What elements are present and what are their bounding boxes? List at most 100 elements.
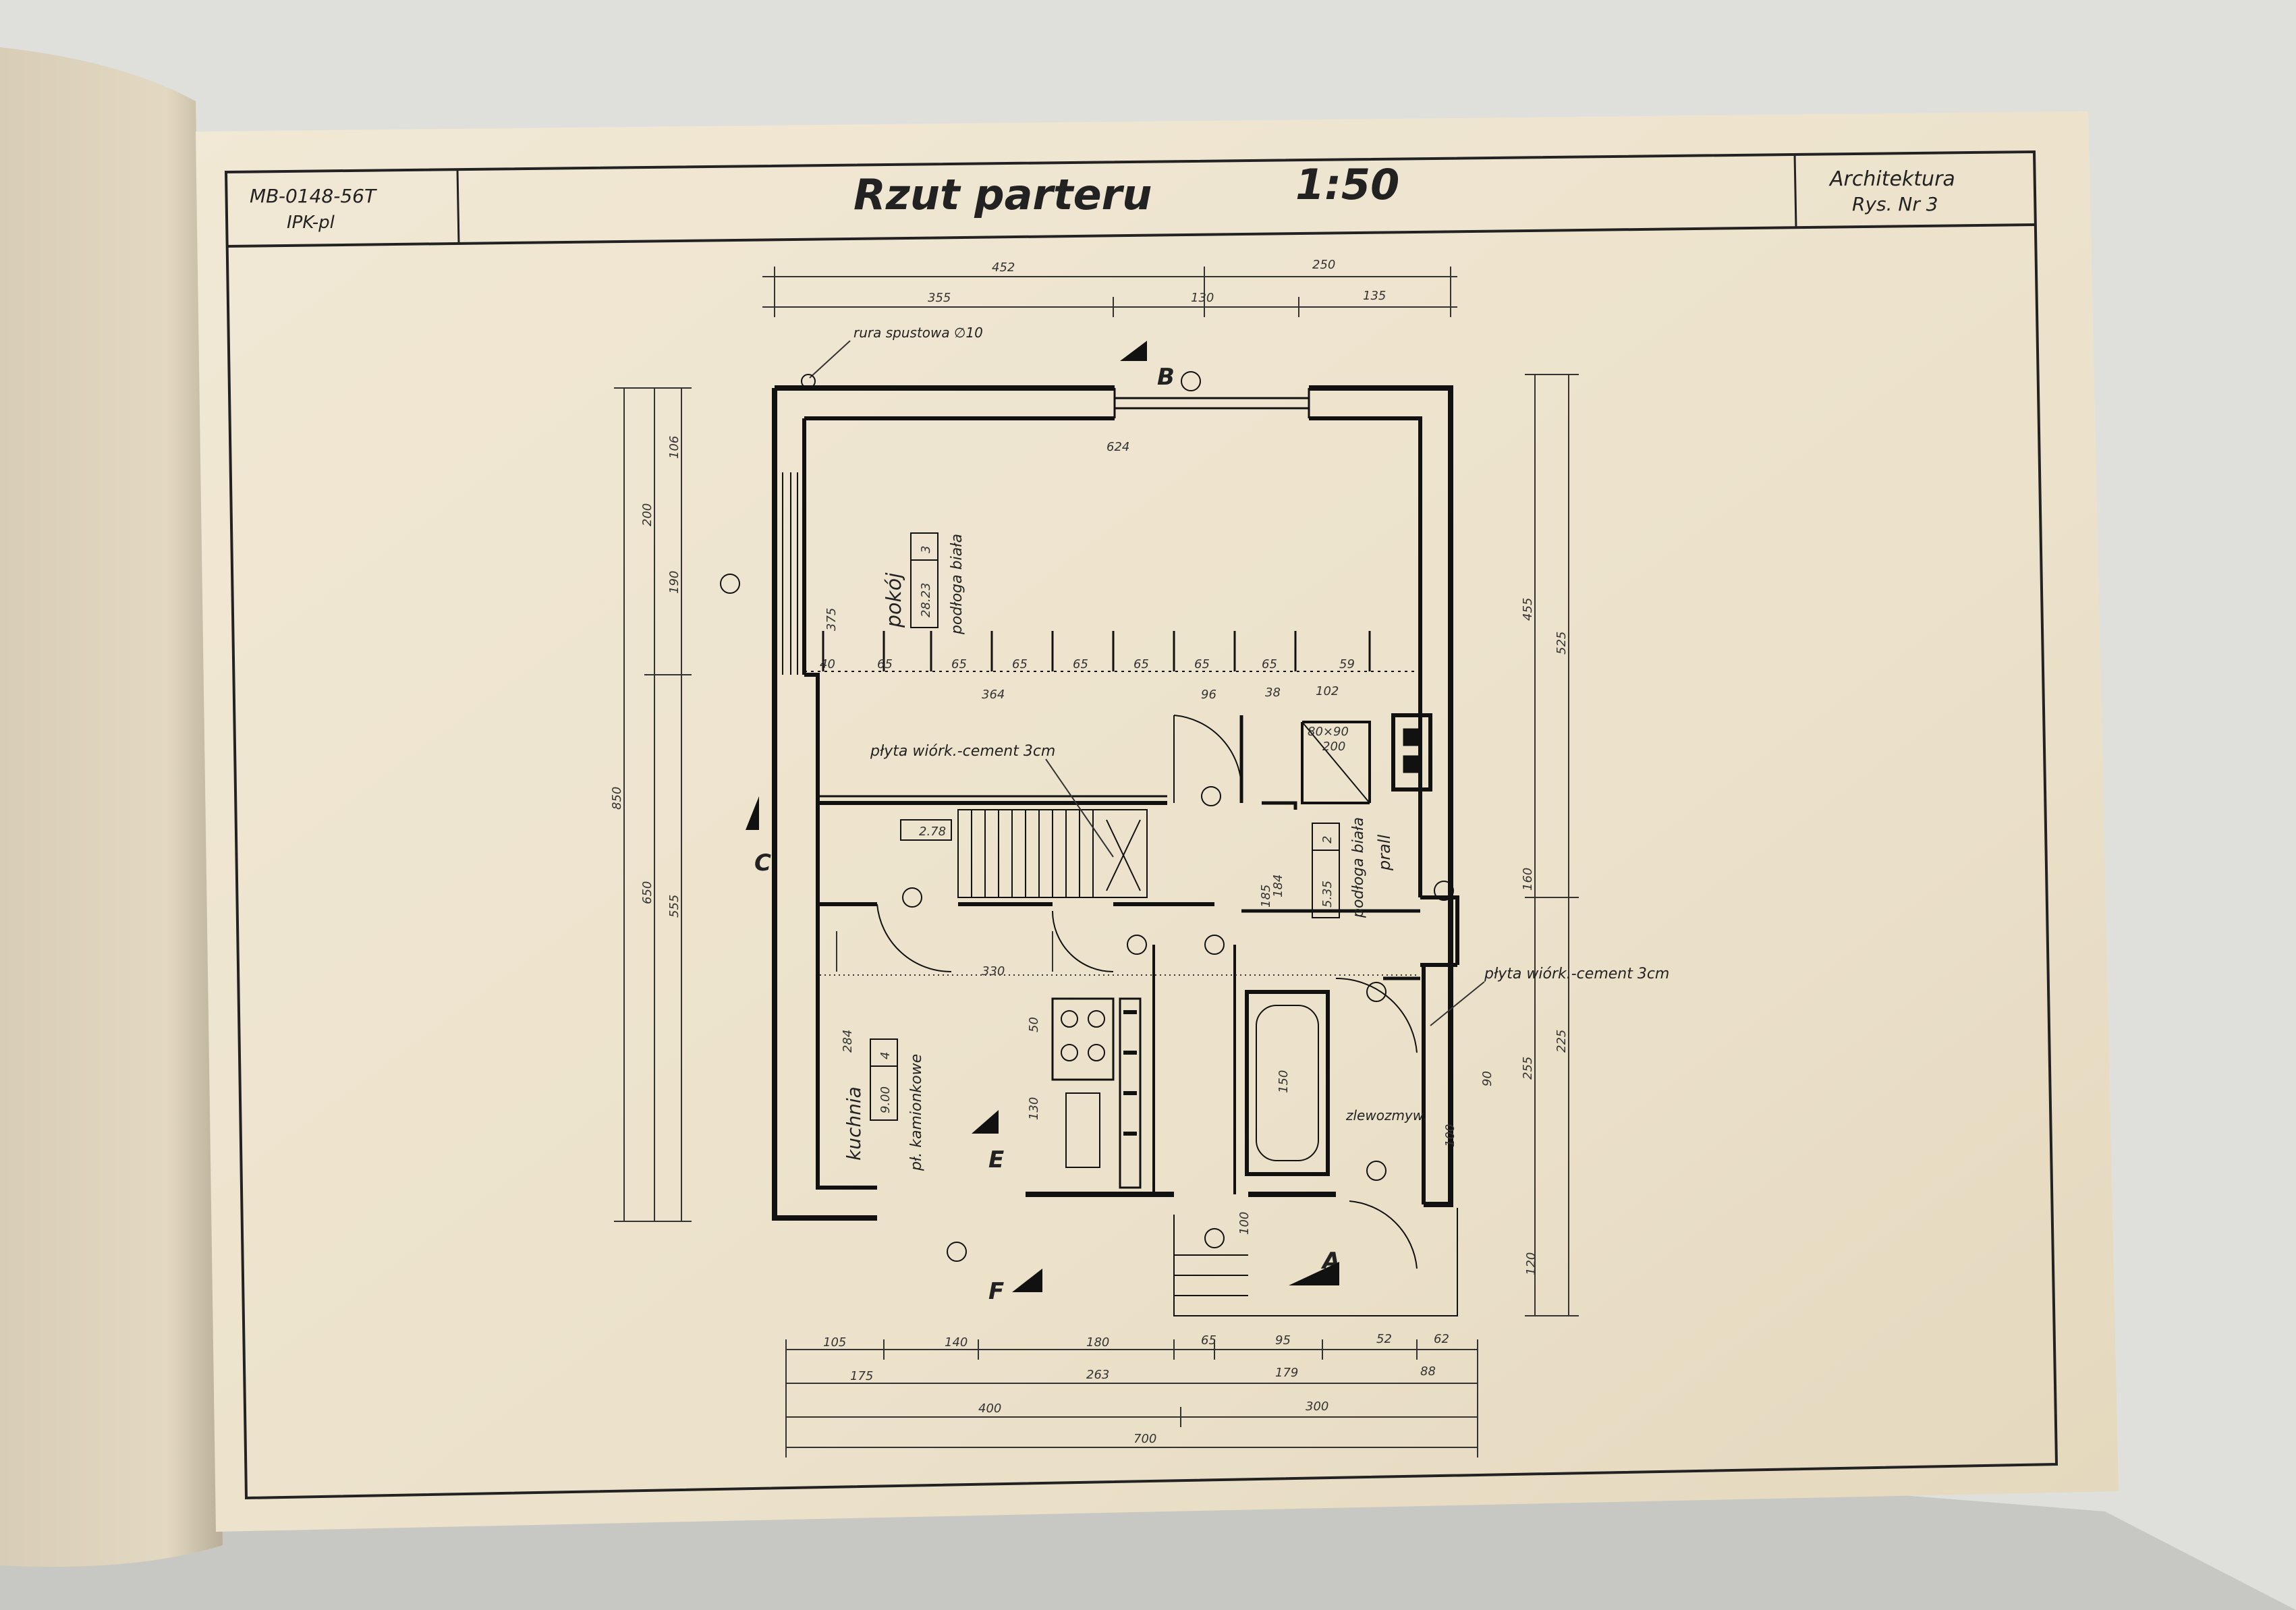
joist-dim: 65 xyxy=(1012,657,1028,671)
bottom-dim: 179 xyxy=(1275,1366,1298,1380)
annotation-plyta-2: płyta wiórk.-cement 3cm xyxy=(1484,966,1669,982)
bottom-dim: 175 xyxy=(850,1369,873,1383)
room-area: 5.35 xyxy=(1320,881,1335,908)
room-floor: pł. kamionkowe xyxy=(908,1054,925,1171)
dim-left-c: 106 xyxy=(667,436,681,459)
dim-inner-f: 102 xyxy=(1316,684,1339,698)
dim-top-c: 135 xyxy=(1363,289,1386,303)
misc-dim: 284 xyxy=(841,1030,855,1053)
bottom-dim: 88 xyxy=(1420,1364,1436,1379)
dim-right-a: 455 xyxy=(1521,598,1535,621)
misc-dim: 100 xyxy=(1237,1212,1252,1235)
room-name: kuchnia xyxy=(843,1086,865,1161)
dim-left-a: 200 xyxy=(640,503,654,526)
sheet-frame xyxy=(224,150,2059,1500)
section-label: B xyxy=(1157,364,1175,391)
hall-area: 2.78 xyxy=(919,825,946,839)
symbol-circles xyxy=(720,371,1454,1262)
room-number: 4 xyxy=(878,1052,893,1059)
annotation-zlewozmywak: zlewozmyw. xyxy=(1345,1107,1427,1123)
room-floor: podłoga biała xyxy=(949,534,965,635)
bottom-dim: 400 xyxy=(978,1401,1001,1416)
discipline-label: Architektura xyxy=(1828,167,1955,191)
dimension-lines xyxy=(614,267,1579,1458)
dim-left-b: 190 xyxy=(667,571,681,594)
misc-dim: 130 xyxy=(1027,1097,1041,1120)
section-label: C xyxy=(754,850,771,877)
bottom-dim: 95 xyxy=(1275,1333,1291,1348)
annotation-plyta-1: płyta wiórk.-cement 3cm xyxy=(870,743,1055,760)
joist-dim: 65 xyxy=(1194,657,1210,671)
dim-inner-d: 96 xyxy=(1201,688,1216,702)
dim-left-outer: 850 xyxy=(610,787,624,810)
bottom-dim: 140 xyxy=(945,1335,968,1350)
room-kuchnia: kuchnia 4 9.00 pł. kamionkowe xyxy=(843,1038,925,1171)
joist-dim: 59 xyxy=(1339,657,1355,671)
bottom-dim: 263 xyxy=(1086,1368,1109,1382)
joist-dim: 65 xyxy=(1133,657,1149,671)
misc-dim: 150 xyxy=(1277,1070,1291,1093)
dim-kitchen-w: 330 xyxy=(982,964,1005,978)
wc-sub: 200 xyxy=(1322,740,1345,754)
bottom-dims-row2: 175 263 179 88 xyxy=(850,1364,1436,1383)
dim-inner-e: 38 xyxy=(1265,686,1281,700)
dim-top-total: 452 xyxy=(992,260,1015,275)
joist-dim: 65 xyxy=(951,657,967,671)
curled-left-page xyxy=(0,47,223,1567)
dim-right-e: 225 xyxy=(1555,1030,1569,1053)
dim-bottom-total: 700 xyxy=(1133,1432,1156,1446)
annotation-prall: prall xyxy=(1375,835,1394,871)
section-label: E xyxy=(988,1146,1004,1173)
sheet-number: Rys. Nr 3 xyxy=(1852,193,1938,215)
misc-dim: 100 xyxy=(1443,1124,1457,1147)
misc-dim: 185 xyxy=(1259,885,1273,908)
wc-size: 80×90 xyxy=(1308,725,1349,739)
dim-inner-c: 364 xyxy=(982,688,1005,702)
bottom-dims-row3: 400 300 xyxy=(978,1399,1328,1416)
section-markers: A B C E F xyxy=(746,341,1340,1305)
dim-left-inner: 555 xyxy=(667,895,681,918)
dim-top-b: 130 xyxy=(1191,291,1214,305)
bottom-dim: 52 xyxy=(1376,1332,1392,1346)
annotation-rura: rura spustowa ∅10 xyxy=(853,325,983,341)
room-number: 2 xyxy=(1320,836,1335,843)
drawing-title: Rzut parteru xyxy=(853,170,1152,219)
room-area: 9.00 xyxy=(878,1086,893,1113)
dim-right-d: 255 xyxy=(1521,1057,1535,1080)
room-number: 3 xyxy=(919,546,933,553)
bottom-dims-row1: 105 140 180 65 95 52 62 xyxy=(823,1332,1449,1350)
room-area: 28.23 xyxy=(919,582,933,617)
drawing-sheet xyxy=(196,111,2119,1532)
bottom-dim: 62 xyxy=(1434,1332,1449,1346)
bottom-dim: 180 xyxy=(1086,1335,1109,1350)
dim-inner-width: 624 xyxy=(1107,440,1129,454)
dim-right-c: 160 xyxy=(1521,868,1535,891)
drawing-code-line2: IPK-pl xyxy=(287,213,335,233)
misc-dim: 90 xyxy=(1480,1071,1494,1086)
drawing-scale: 1:50 xyxy=(1295,160,1399,209)
joist-dim: 40 xyxy=(820,657,835,671)
bottom-dim: 300 xyxy=(1306,1399,1328,1414)
room-name: pokój xyxy=(883,572,906,628)
room-bath: 2 5.35 podłoga biała xyxy=(1312,817,1367,918)
dim-right-f: 120 xyxy=(1524,1252,1538,1275)
dim-top-right: 250 xyxy=(1312,258,1335,272)
misc-dim: 50 xyxy=(1027,1017,1041,1032)
bottom-dim: 105 xyxy=(823,1335,846,1350)
room-floor: podłoga biała xyxy=(1350,817,1367,918)
section-label: F xyxy=(988,1278,1004,1305)
misc-dims: 375 284 184 150 130 50 100 90 100 185 xyxy=(824,608,1494,1235)
joist-dim: 65 xyxy=(877,657,893,671)
misc-dim: 184 xyxy=(1271,875,1285,897)
joist-dim: 65 xyxy=(1073,657,1088,671)
dim-left-mid: 650 xyxy=(640,881,654,904)
joist-dims: 40 65 65 65 65 65 65 65 59 xyxy=(820,657,1355,671)
dim-top-a: 355 xyxy=(928,291,951,305)
room-pokoj: pokój 3 28.23 podłoga biała xyxy=(883,532,965,635)
floor-plan xyxy=(772,385,1459,1316)
drawing-code-line1: MB-0148-56T xyxy=(250,185,377,207)
dim-right-b: 525 xyxy=(1555,632,1569,655)
misc-dim: 375 xyxy=(824,608,839,631)
joist-dim: 65 xyxy=(1262,657,1277,671)
